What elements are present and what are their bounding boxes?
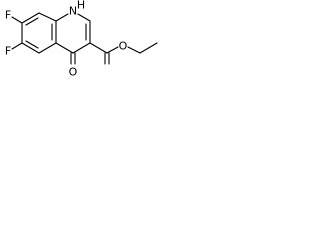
bond-carbonyl-o-ester — [106, 46, 119, 54]
bond-ch2-ch3 — [139, 42, 158, 54]
bond-o-ch2 — [127, 46, 141, 54]
bond-c4-c4a — [55, 42, 74, 54]
bond-c6-f — [11, 42, 23, 50]
ethyl-difluoro-oxo-quinoline-carboxylate-structure: N H F F O O — [5, 0, 158, 79]
fluorine-atom-upper: F — [5, 9, 11, 22]
bond-c5-c4a — [38, 42, 57, 54]
fluorine-atom-lower: F — [5, 45, 11, 58]
ester-oxygen-atom: O — [119, 40, 128, 53]
pyridinone-ring — [55, 13, 91, 54]
bond-n1-c2 — [77, 13, 91, 22]
bond-c8-c7 — [21, 12, 40, 24]
nitrogen-atom: N — [69, 5, 77, 18]
bond-c7-f — [11, 16, 23, 24]
bond-c8a-c8 — [38, 12, 57, 22]
bond-c6-c5-inner — [25, 40, 39, 49]
bond-c3-c4 — [72, 42, 91, 54]
bond-c8a-n1 — [55, 13, 69, 22]
bond-c6-c5 — [21, 42, 40, 54]
hydrogen-atom: H — [77, 0, 85, 12]
keto-group — [70, 52, 76, 65]
bond-c8-c7-inner — [25, 17, 39, 26]
keto-oxygen-atom: O — [69, 66, 78, 79]
bond-c3-carbonyl — [89, 42, 108, 54]
ethyl-ester-group — [89, 42, 158, 65]
benzene-ring — [21, 12, 57, 54]
